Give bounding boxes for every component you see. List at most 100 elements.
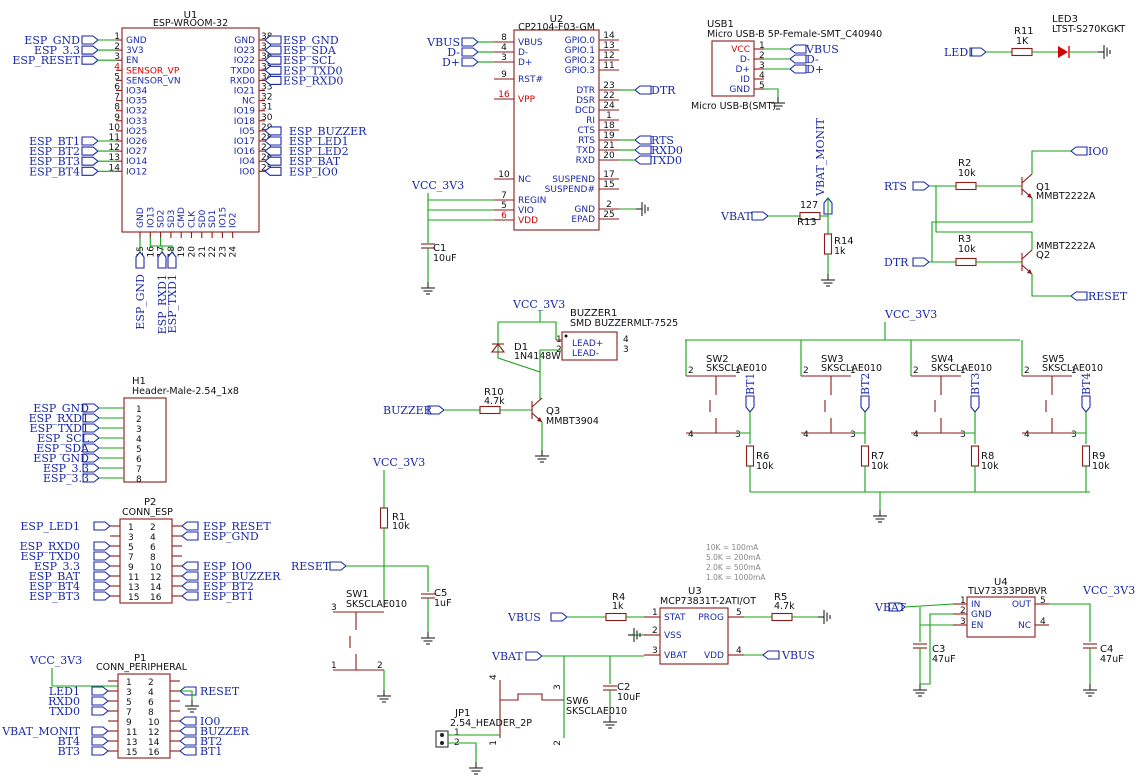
u1-pin-num: 1 (114, 32, 120, 42)
p2-pin-num: 1 (128, 523, 134, 533)
u2-pin-name: VPP (518, 95, 536, 105)
switch-ref: SW4 (931, 354, 954, 365)
u1-pin-num: 12 (109, 143, 120, 153)
q1-out-flag-flag (1070, 146, 1088, 156)
u3-ref: U3 (688, 586, 702, 597)
u1-pin-name: GND (234, 36, 255, 46)
u2-pin-name: VDD (518, 216, 538, 226)
u4-pin-num: 2 (960, 606, 966, 616)
buzzer-pin-num: 4 (623, 335, 629, 345)
u2-pin-name: TXD (575, 146, 595, 156)
p1-pin-num: 7 (126, 708, 132, 718)
r2-ref: R2 (958, 158, 971, 169)
bt-label: BT3 (969, 373, 982, 395)
q2-transistor (1021, 249, 1033, 275)
sw6-pin: 4 (489, 674, 499, 680)
wire (160, 238, 173, 252)
u2-out-net-label: RXD0 (651, 144, 683, 157)
u2-pin-num: 21 (603, 141, 614, 151)
wire (920, 613, 953, 685)
u1-pin-num: 14 (109, 163, 121, 173)
u2-out-net-flag (634, 135, 652, 145)
bt-label: BT2 (859, 373, 872, 395)
u1-pin-name: SD0 (198, 209, 208, 228)
u1-pin-name: SD2 (157, 210, 167, 228)
u1-pin-num: 29 (261, 123, 273, 133)
q3-val: MMBT3904 (546, 416, 599, 427)
u2-pin-num: 6 (501, 211, 507, 221)
h1-pin-num: 5 (136, 445, 142, 455)
u1-pin-name: IO21 (234, 87, 255, 97)
u4-vcc: VCC_3V3 (1082, 584, 1135, 597)
u2-pin-name: D- (518, 48, 528, 58)
u1-pin-num: 25 (261, 163, 272, 173)
p1-left-net-flag (91, 706, 109, 716)
p2-pin-num: 4 (150, 533, 156, 543)
buzzer-vcc: VCC_3V3 (512, 298, 565, 311)
p2-left-net-label: ESP_BT3 (29, 590, 80, 603)
p1-left-net-flag (91, 746, 109, 756)
u4-pin-num: 1 (960, 596, 966, 606)
q1-in-label: RTS (884, 180, 907, 193)
switch-pin: 2 (1024, 366, 1030, 376)
jp1-ref: JP1 (454, 708, 470, 719)
u2-pin-name: GPIO.0 (565, 36, 596, 46)
switch-pin: 4 (913, 430, 919, 440)
u3-vbat-flag-flag (525, 651, 543, 661)
u4-vbat-flag-flag (888, 602, 906, 612)
u1-left-net-flag (81, 45, 99, 55)
p1-pin-num: 2 (148, 678, 154, 688)
ground-symbol (377, 690, 391, 703)
r10-ref: R10 (484, 387, 504, 398)
u1-pin-name: IO15 (218, 207, 228, 228)
u1-pin-name: IO13 (146, 207, 156, 228)
c5 (421, 593, 435, 599)
u4-pin-num: 4 (1040, 617, 1046, 627)
u1-right-net-flag (264, 45, 282, 55)
u1-name: ESP-WROOM-32 (153, 18, 228, 29)
p1-left-net-label: BT3 (58, 745, 80, 758)
p2-right-net-label: ESP_BUZZER (203, 570, 281, 583)
switch-val: SKSCLAE010 (931, 363, 992, 374)
ground-symbol (185, 700, 199, 713)
h1-net-label: ESP_3.3 (43, 472, 89, 485)
p1-ref: P1 (134, 653, 146, 664)
u2-pin-num: 10 (498, 170, 510, 180)
sw1-ref: SW1 (346, 589, 369, 600)
wire (149, 238, 163, 252)
u1-pin-name: SENSOR_VN (126, 76, 181, 86)
switch-pin: 3 (850, 430, 856, 440)
d1-val: 1N4148W (514, 351, 561, 362)
wire (346, 565, 429, 592)
r3 (955, 257, 977, 267)
u2-out-net-label: DTR (651, 84, 676, 97)
h1-net-flag (82, 403, 100, 413)
u3-pin-name: VBAT (664, 651, 688, 661)
led3-name: LTST-S270KGKT (1052, 24, 1125, 35)
sw-vcc: VCC_3V3 (884, 308, 937, 321)
p1-pin-num: 10 (148, 718, 160, 728)
sw6-pin: 1 (489, 740, 499, 746)
bt-flag-flag (860, 395, 870, 413)
u1-pin-name: IO23 (234, 46, 255, 56)
u2-in-net-label: D+ (442, 56, 460, 69)
usb1-net-label: VBUS (805, 43, 839, 56)
u1-pin-name: IO14 (126, 157, 147, 167)
u1-pin-name: IO2 (229, 213, 239, 228)
u3-vbat-label: VBAT (491, 650, 523, 663)
u2-pin-name: SUSPEND# (545, 185, 595, 195)
p2-left-net-flag (93, 581, 111, 591)
u1-pin-num: 32 (261, 93, 272, 103)
u1-bt-net-label: ESP_BT4 (29, 165, 80, 178)
r10 (479, 405, 501, 415)
switch-res-ref: R6 (756, 451, 769, 462)
u2-pin-name: VIO (518, 206, 534, 216)
p1-pin-num: 5 (126, 698, 132, 708)
d1-diode (490, 343, 506, 353)
h1-net-flag (82, 453, 100, 463)
p1-pin-num: 4 (148, 688, 154, 698)
u1-pin-num: 26 (261, 153, 273, 163)
c2 (603, 685, 617, 691)
u3-vbus-label: VBUS (507, 611, 541, 624)
h1-name: Header-Male-2.54_1x8 (132, 386, 239, 397)
